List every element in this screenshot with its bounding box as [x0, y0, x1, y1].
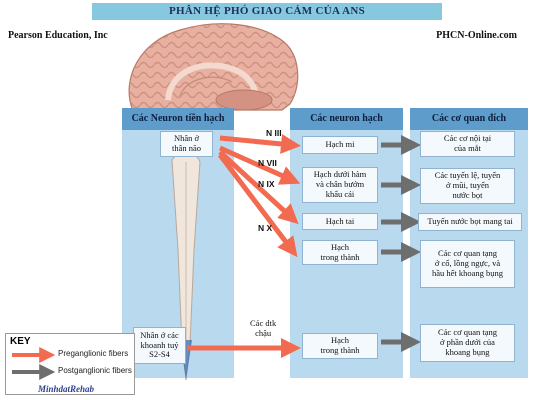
sacral-nucleus-box: Nhân ở các khoanh tuỷ S2-S4 [133, 327, 186, 364]
brainstem-nucleus-box: Nhân ở thân não [160, 131, 213, 157]
publisher-credit: Pearson Education, Inc [8, 30, 108, 41]
legend-preganglionic-label: Preganglionic fibers [58, 349, 129, 358]
ganglion-otic: Hạch tai [302, 213, 378, 230]
legend-swatches [12, 347, 56, 380]
nerve-label-pelvic: Các dtk chậu [250, 318, 277, 338]
target-header: Các cơ quan đích [410, 108, 528, 130]
ganglion-intramural-lower: Hạch trong thành [302, 333, 378, 359]
legend-postganglionic-label: Postganglionic fibers [58, 366, 132, 375]
target-parotid-gland: Tuyến nước bọt mang tai [418, 213, 522, 231]
preganglionic-n10-arrow [218, 153, 298, 258]
nerve-label-n9: N IX [258, 179, 275, 189]
nerve-label-n10: N X [258, 223, 273, 233]
nerve-label-n7: N VII [258, 158, 277, 168]
preganglionic-header: Các Neuron tiền hạch [122, 108, 234, 130]
nerve-label-n3: N III [266, 128, 282, 138]
preganglionic-n3-arrow [219, 133, 301, 154]
ganglion-intramural-upper: Hạch trong thành [302, 240, 378, 265]
ganglion-header: Các neuron hạch [290, 108, 403, 130]
legend-title: KEY [10, 336, 31, 347]
target-glands: Các tuyến lệ, tuyến ở mũi, tuyến nước bọ… [420, 168, 515, 204]
preganglionic-n7-arrow [218, 145, 301, 185]
target-eye-muscles: Các cơ nội tại của mắt [420, 131, 515, 157]
ganglion-pterygopalatine: Hạch dưới hàm và chân bướm khẩu cái [302, 167, 378, 203]
target-visceral-upper: Các cơ quan tạng ở cổ, lồng ngực, và hầu… [420, 240, 515, 288]
page-title: PHÂN HỆ PHÓ GIAO CẢM CỦA ANS [92, 3, 442, 20]
preganglionic-n9-arrow [218, 150, 299, 225]
target-visceral-lower: Các cơ quan tạng ở phần dưới của khoang … [420, 324, 515, 362]
website-credit: PHCN-Online.com [436, 30, 517, 41]
watermark: MinhdatRehab [38, 384, 95, 394]
legend-key: KEY Preganglionic fibers Postganglionic … [5, 333, 135, 395]
ganglion-ciliary: Hạch mi [302, 136, 378, 154]
